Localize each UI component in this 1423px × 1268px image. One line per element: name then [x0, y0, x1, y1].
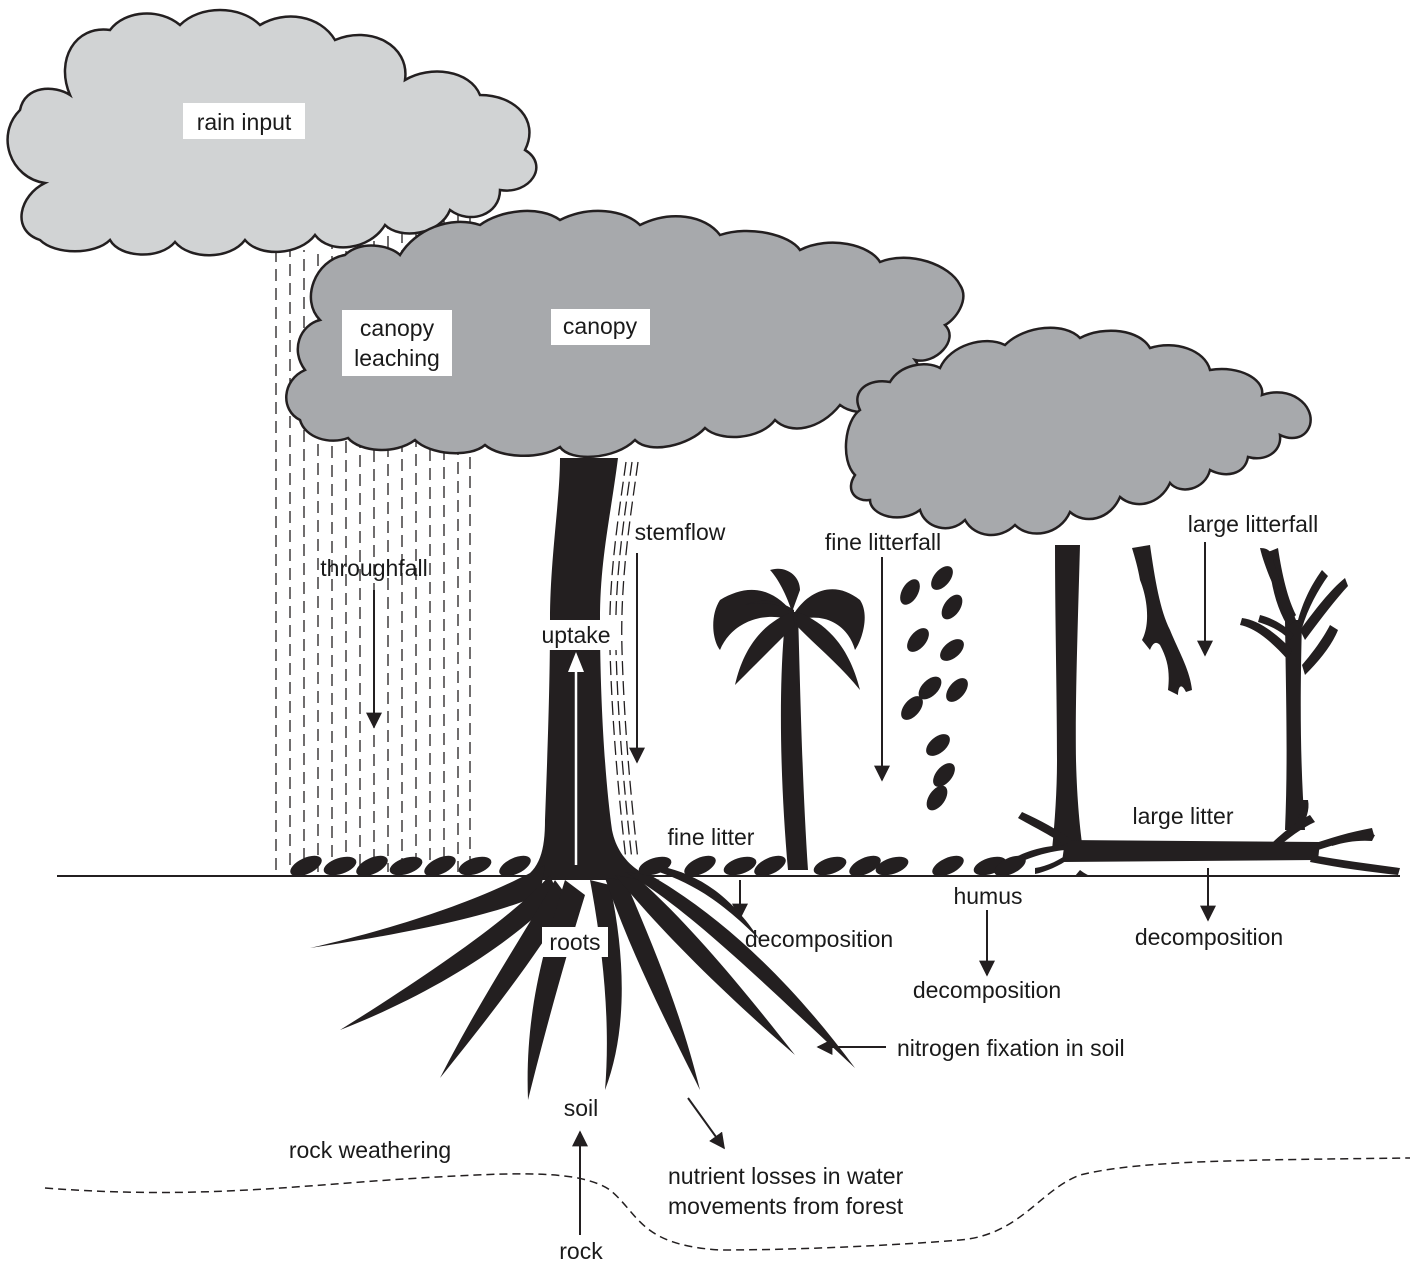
fine-litter-leaves: [290, 855, 1026, 877]
canopy-label: canopy: [563, 313, 638, 339]
leaf-icon: [638, 856, 672, 876]
leaf-icon: [940, 639, 964, 661]
large-litterfall-label: large litterfall: [1188, 511, 1318, 537]
roots-label-bg: [542, 927, 608, 957]
leaf-icon: [684, 855, 716, 877]
leaf-icon: [946, 678, 968, 702]
leaf-icon: [389, 856, 423, 876]
leaf-icon: [458, 856, 492, 876]
leaf-icon: [723, 856, 757, 876]
leaf-icon: [900, 579, 920, 605]
rock-label: rock: [559, 1238, 603, 1264]
leaf-icon: [356, 855, 388, 877]
uptake-label: uptake: [541, 622, 610, 648]
leaf-icon: [926, 734, 950, 756]
canopy-leaching-label-bg: [342, 310, 452, 376]
roots-label: roots: [549, 929, 600, 955]
fine-litter-label: fine litter: [668, 824, 755, 850]
uptake-label-bg: [535, 620, 617, 650]
falling-branch: [1132, 545, 1192, 695]
fallen-log: [1018, 800, 1400, 876]
leaf-icon: [931, 566, 953, 590]
large-litter-label: large litter: [1133, 803, 1234, 829]
humus-label: humus: [953, 883, 1022, 909]
decomposition-humus-label: decomposition: [913, 977, 1061, 1003]
rain-input-label: rain input: [197, 109, 292, 135]
rock-weathering-label: rock weathering: [289, 1137, 451, 1163]
leaf-icon: [994, 855, 1026, 877]
leaf-icon: [907, 628, 929, 652]
nutrient-losses-label-line1: nutrient losses in water: [668, 1163, 904, 1189]
leaf-icon: [901, 696, 923, 720]
leaf-icon: [813, 856, 847, 876]
nitrogen-fixation-label: nitrogen fixation in soil: [897, 1035, 1125, 1061]
leaf-icon: [849, 855, 881, 877]
canopy-label-bg: [551, 309, 650, 345]
leaf-icon: [875, 856, 909, 876]
dead-tree: [1240, 548, 1348, 830]
leaf-icon: [424, 855, 456, 877]
leaf-icon: [499, 855, 531, 877]
nutrient-loss-arrow: [687, 1097, 725, 1150]
arrows: [366, 542, 1216, 1235]
leaf-icon: [933, 763, 955, 787]
nutrient-losses-label-line2: movements from forest: [668, 1193, 904, 1219]
decomposition-large-label: decomposition: [1135, 924, 1283, 950]
canopy-leaching-label-line2: leaching: [354, 345, 440, 371]
leaf-icon: [932, 855, 964, 877]
palm-tree: [713, 568, 865, 870]
soil-label: soil: [564, 1095, 599, 1121]
canopy-leaching-label-line1: canopy: [360, 315, 435, 341]
uptake-arrowhead: [568, 652, 584, 672]
soil-rock-boundary: [44, 1157, 1411, 1251]
roots: [310, 865, 855, 1100]
rain-input-label-bg: [183, 103, 305, 139]
main-trunk: [520, 458, 660, 880]
fine-litterfall-label: fine litterfall: [825, 529, 941, 555]
throughfall-label: throughfall: [320, 555, 427, 581]
falling-leaves: [900, 566, 968, 811]
second-trunk: [1052, 545, 1083, 850]
leaf-icon: [926, 785, 948, 811]
stemflow-lines: [609, 461, 639, 861]
leaf-icon: [754, 855, 786, 877]
decomposition-fine-label: decomposition: [745, 926, 893, 952]
leaf-icon: [290, 855, 322, 877]
leaf-icon: [323, 856, 357, 876]
stemflow-label: stemflow: [635, 519, 726, 545]
leaf-icon: [918, 676, 942, 700]
leaf-icon: [941, 594, 963, 620]
second-canopy: [844, 326, 1312, 537]
